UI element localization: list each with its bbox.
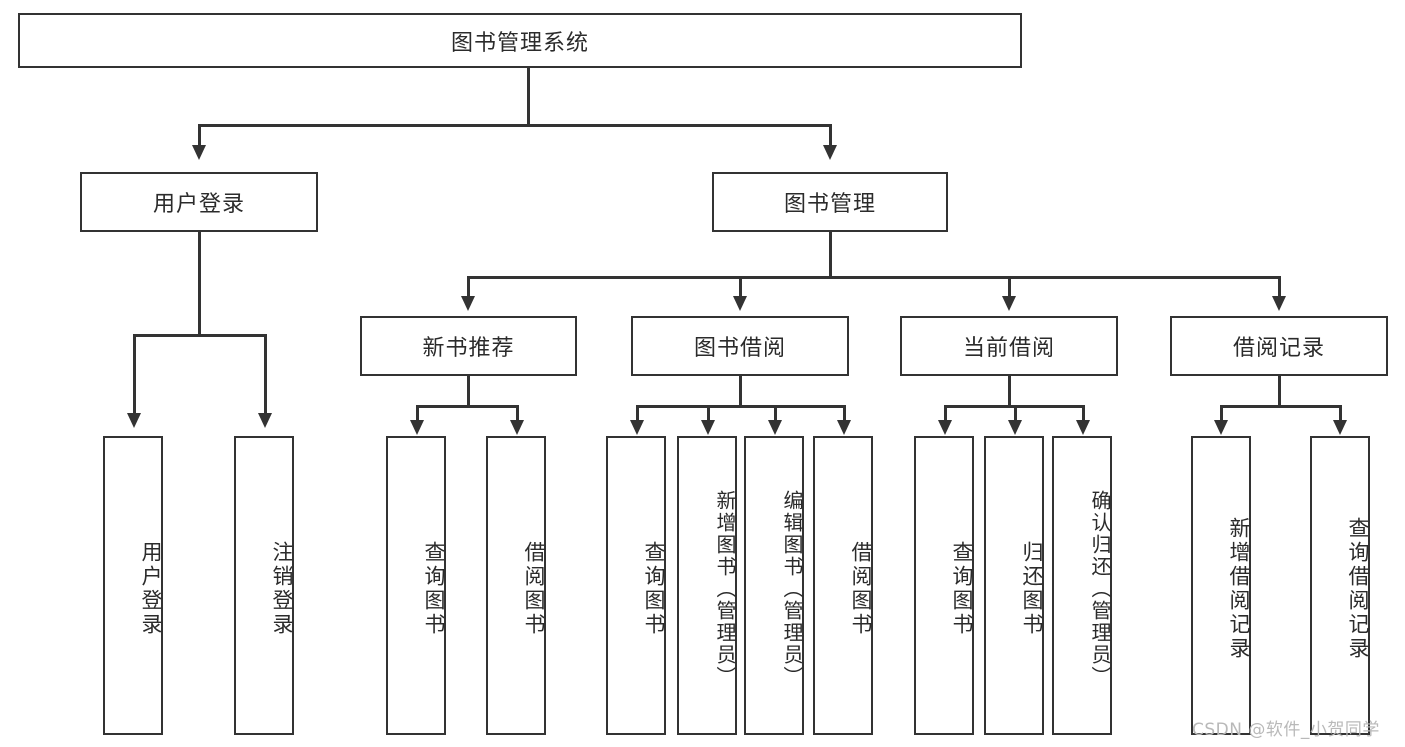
leaf-bb-borrow-book[interactable]: 借阅图书 [813,436,873,735]
leaf-logout[interactable]: 注销登录 [234,436,294,735]
node-new-book-recommend[interactable]: 新书推荐 [360,316,577,376]
arrow-to-logout-leaf [258,413,272,428]
arrow-br-leaf-1 [1214,420,1228,435]
connector-book-manage-bar [467,276,1280,279]
leaf-cb-query-book[interactable]: 查询图书 [914,436,974,735]
leaf-nbr-borrow-book[interactable]: 借阅图书 [486,436,546,735]
watermark-credit: CSDN @软件_小贺同学 [1192,720,1380,740]
leaf-nbr-query-book[interactable]: 查询图书 [386,436,446,735]
connector-root-stem [527,68,530,126]
arrow-bb-leaf-4 [837,420,851,435]
connector-nbr-stem [467,376,470,407]
connector-bm-drop-3 [1008,276,1011,298]
connector-br-bar [1220,405,1341,408]
node-root-system[interactable]: 图书管理系统 [18,13,1022,68]
connector-nbr-bar [416,405,518,408]
connector-root-drop-2 [829,124,832,147]
node-book-borrow[interactable]: 图书借阅 [631,316,849,376]
arrow-to-new-book-recommend [461,296,475,311]
connector-cb-drop-3 [1082,405,1085,423]
connector-user-login-bar [133,334,266,337]
connector-bb-drop-1 [636,405,639,423]
connector-br-drop-2 [1339,405,1342,423]
connector-cb-drop-2 [1014,405,1017,423]
arrow-to-book-borrow [733,296,747,311]
leaf-cb-confirm-return-admin[interactable]: 确认归还（管理员） [1052,436,1112,735]
connector-bb-drop-2 [707,405,710,423]
leaf-bb-query-book[interactable]: 查询图书 [606,436,666,735]
connector-br-drop-1 [1220,405,1223,423]
connector-cb-bar [944,405,1083,408]
arrow-nbr-leaf-1 [410,420,424,435]
arrow-root-to-book-manage [823,145,837,160]
connector-bb-drop-4 [843,405,846,423]
node-borrow-record[interactable]: 借阅记录 [1170,316,1388,376]
connector-root-bar [198,124,831,127]
connector-bb-drop-3 [774,405,777,423]
arrow-to-user-login-leaf [127,413,141,428]
arrow-cb-leaf-3 [1076,420,1090,435]
connector-book-manage-stem [829,232,832,278]
connector-cb-drop-1 [944,405,947,423]
connector-user-login-stem [198,232,201,335]
leaf-cb-return-book[interactable]: 归还图书 [984,436,1044,735]
leaf-bb-edit-book-admin[interactable]: 编辑图书（管理员） [744,436,804,735]
node-user-login[interactable]: 用户登录 [80,172,318,232]
connector-br-stem [1278,376,1281,407]
arrow-nbr-leaf-2 [510,420,524,435]
leaf-br-query-record[interactable]: 查询借阅记录 [1310,436,1370,735]
arrow-bb-leaf-3 [768,420,782,435]
connector-cb-stem [1008,376,1011,407]
connector-bb-bar [636,405,845,408]
node-book-manage[interactable]: 图书管理 [712,172,948,232]
connector-user-login-drop-2 [264,334,267,415]
arrow-cb-leaf-2 [1008,420,1022,435]
arrow-br-leaf-2 [1333,420,1347,435]
arrow-to-borrow-record [1272,296,1286,311]
node-current-borrow[interactable]: 当前借阅 [900,316,1118,376]
connector-bm-drop-2 [739,276,742,298]
arrow-cb-leaf-1 [938,420,952,435]
leaf-user-login[interactable]: 用户登录 [103,436,163,735]
connector-bb-stem [739,376,742,407]
connector-bm-drop-1 [467,276,470,298]
connector-bm-drop-4 [1278,276,1281,298]
arrow-to-current-borrow [1002,296,1016,311]
connector-user-login-drop-1 [133,334,136,415]
leaf-bb-add-book-admin[interactable]: 新增图书（管理员） [677,436,737,735]
arrow-bb-leaf-2 [701,420,715,435]
leaf-br-add-record[interactable]: 新增借阅记录 [1191,436,1251,735]
arrow-bb-leaf-1 [630,420,644,435]
connector-nbr-drop-1 [416,405,419,423]
arrow-root-to-user-login [192,145,206,160]
connector-root-drop-1 [198,124,201,147]
connector-nbr-drop-2 [516,405,519,423]
